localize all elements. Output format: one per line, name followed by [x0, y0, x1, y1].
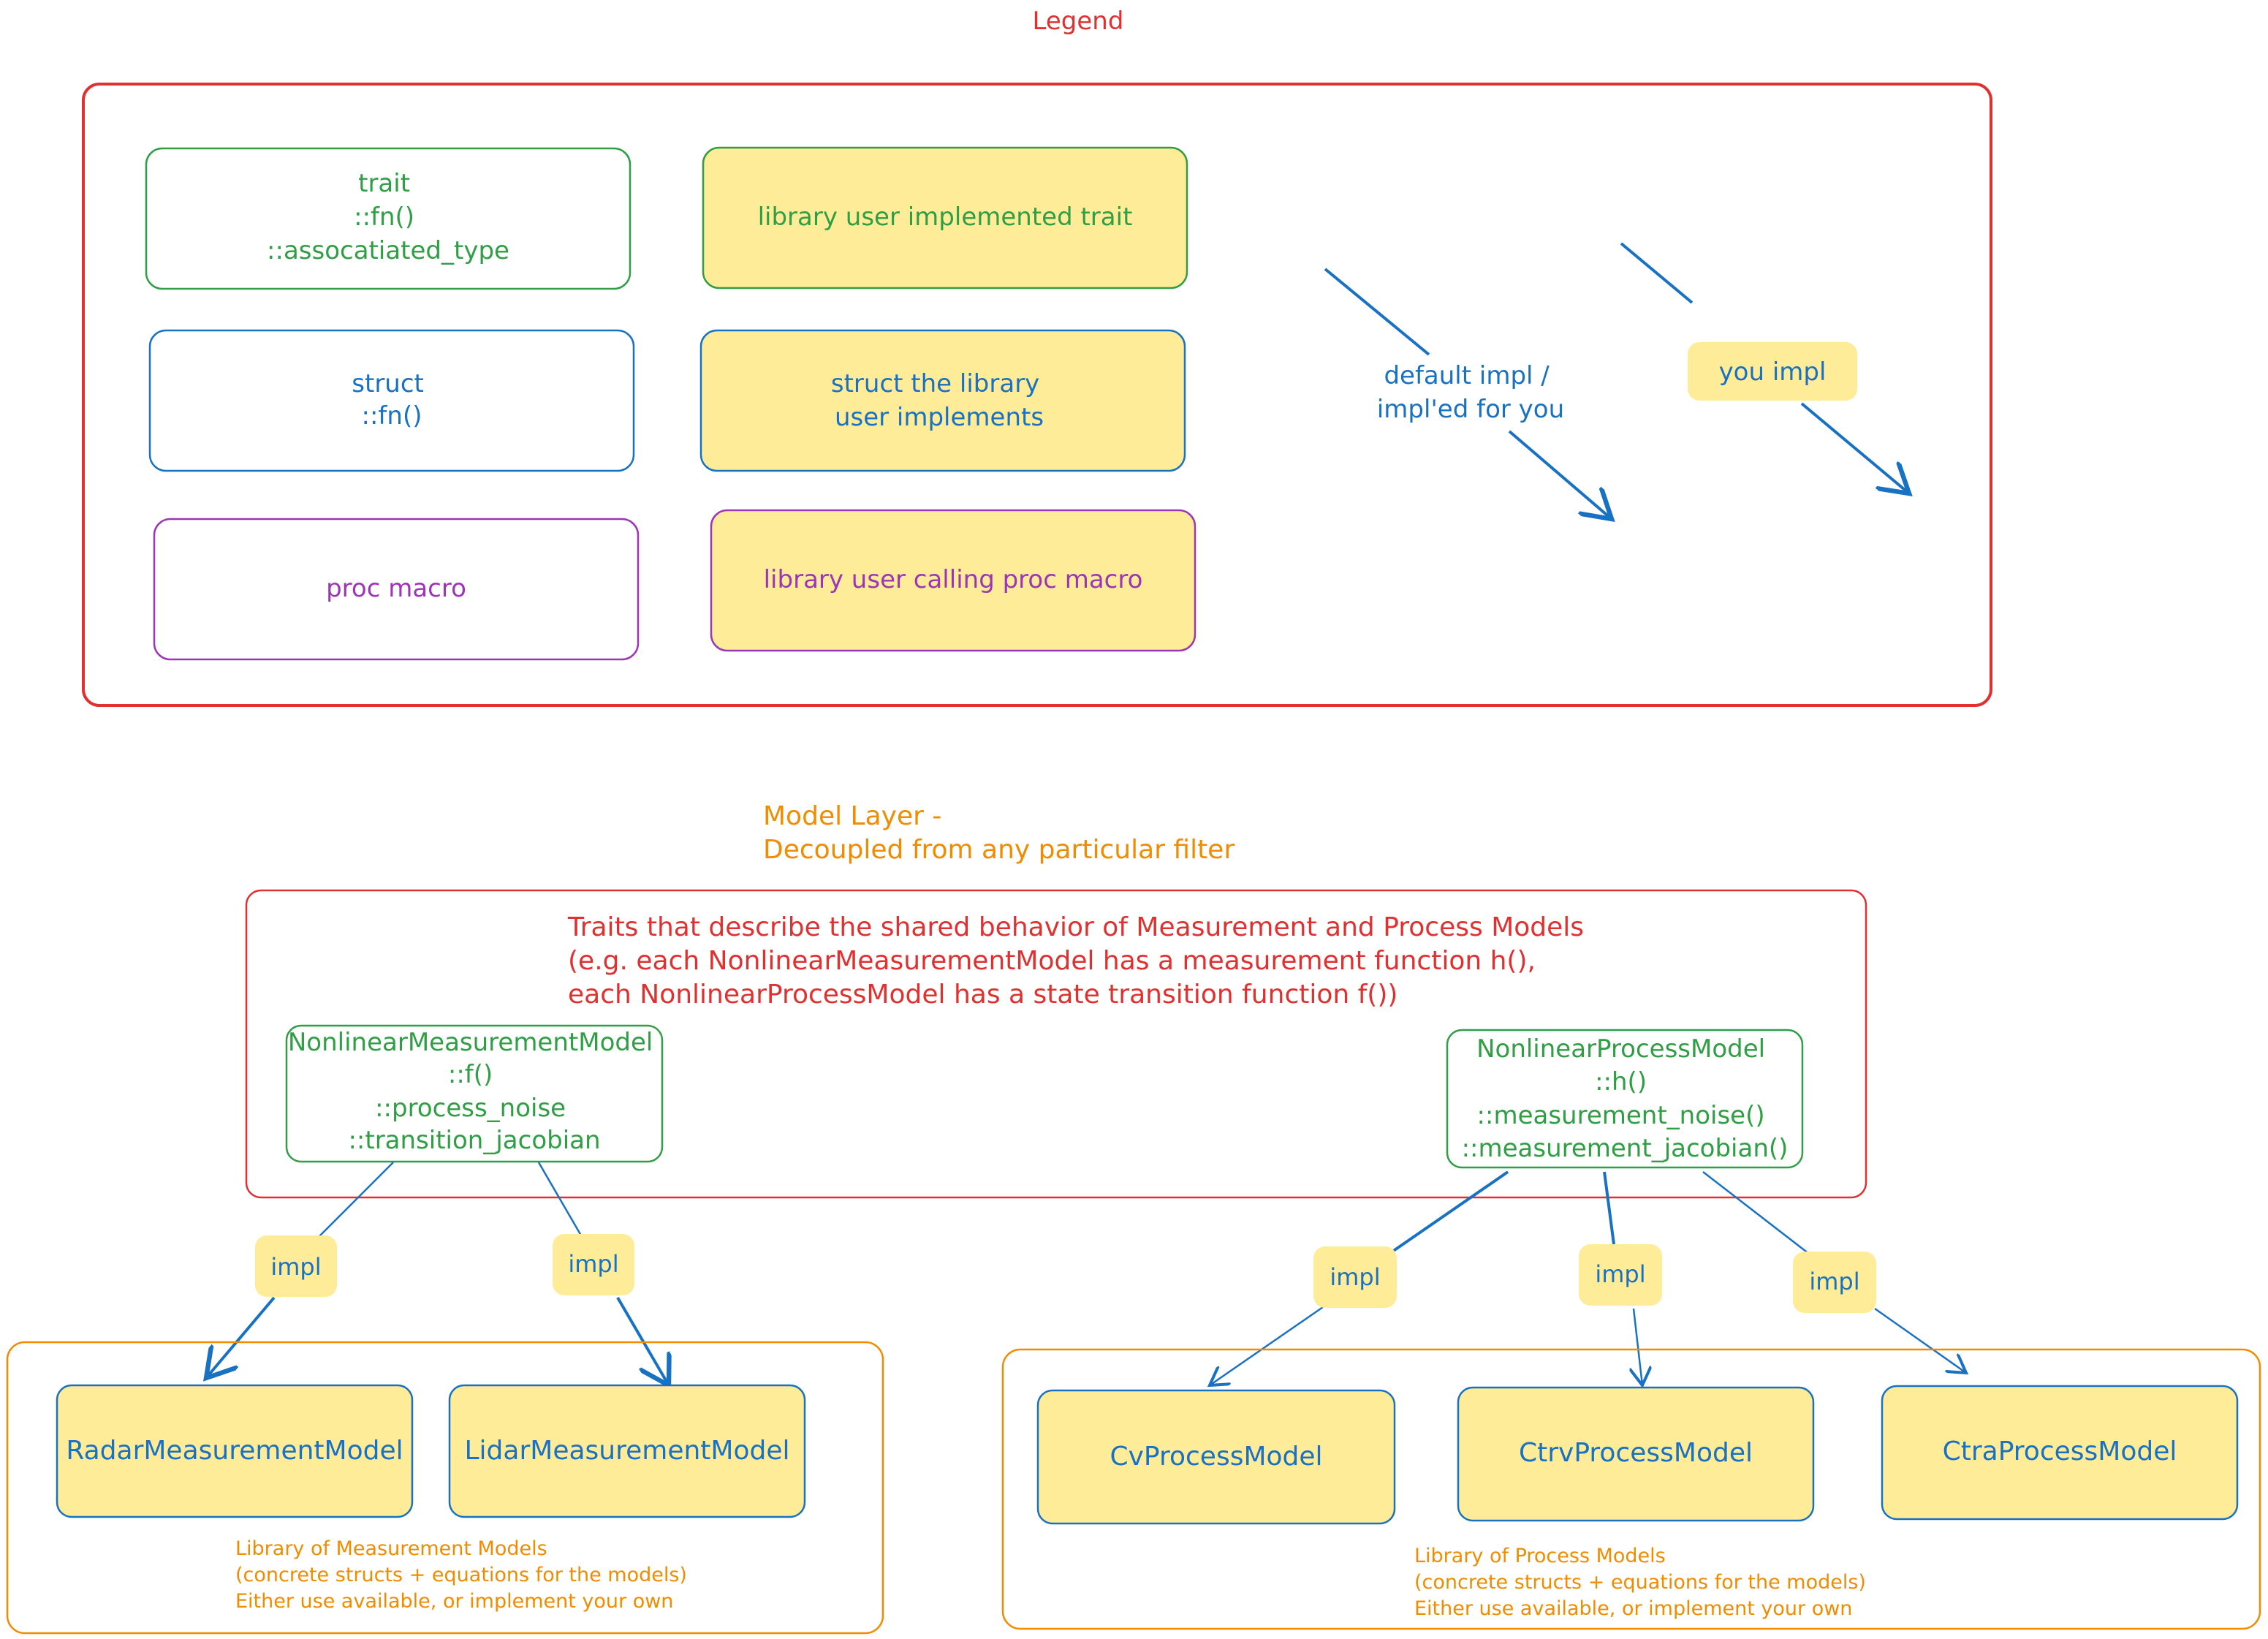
legend-title: Legend: [1033, 7, 1124, 36]
legend-struct-line: ::fn(): [362, 401, 422, 431]
radar-measurement-model-label: RadarMeasurementModel: [66, 1436, 403, 1466]
impl-label: impl: [270, 1253, 321, 1281]
traits-description-line: Traits that describe the shared behavior…: [567, 912, 1584, 942]
measurement-trait-line: ::transition_jacobian: [348, 1126, 600, 1155]
legend-trait-line: ::assocatiated_type: [267, 236, 509, 265]
legend-user-struct-line: struct the library: [831, 369, 1039, 398]
process-trait-line: ::measurement_noise(): [1477, 1101, 1765, 1130]
legend-struct-box: struct ::fn(): [148, 329, 635, 472]
legend-frame: [82, 83, 1992, 707]
legend-user-struct-line: user implements: [835, 403, 1044, 432]
legend-user-struct-box: struct the library user implements: [699, 329, 1186, 472]
legend-trait-box: trait ::fn() ::assocatiated_type: [145, 147, 632, 290]
measurement-library-line: Either use available, or implement your …: [235, 1590, 673, 1613]
legend-default-impl-line: impl'ed for you: [1377, 395, 1564, 424]
process-trait-line: ::measurement_jacobian(): [1462, 1134, 1789, 1163]
model-layer-title-line: Decoupled from any particular filter: [763, 835, 1234, 865]
model-layer-title-line: Model Layer -: [763, 801, 941, 831]
legend-trait-line: trait: [358, 169, 410, 198]
measurement-trait-box: NonlinearMeasurementModel ::f() ::proces…: [285, 1024, 664, 1163]
ctra-process-model-label: CtraProcessModel: [1943, 1437, 2177, 1466]
impl-arrow-ctrv: impl: [1579, 1171, 1662, 1385]
impl-label: impl: [568, 1250, 618, 1278]
process-library-line: Either use available, or implement your …: [1414, 1597, 1852, 1620]
measurement-library-line: Library of Measurement Models: [235, 1537, 547, 1560]
legend-user-proc-macro-box: library user calling proc macro: [710, 509, 1196, 652]
impl-label: impl: [1595, 1260, 1645, 1288]
traits-description-line: (e.g. each NonlinearMeasurementModel has…: [568, 946, 1536, 976]
legend-proc-macro-label: proc macro: [326, 574, 466, 603]
legend-trait-line: ::fn(): [354, 202, 414, 232]
ctrv-process-model-box: CtrvProcessModel: [1457, 1386, 1815, 1522]
process-trait-box: NonlinearProcessModel ::h() ::measuremen…: [1446, 1029, 1804, 1169]
legend-default-impl-arrow: default impl / impl'ed for you: [1324, 268, 1612, 519]
legend-struct-line: struct: [352, 369, 424, 398]
traits-frame: [245, 889, 1867, 1199]
ctra-process-model-box: CtraProcessModel: [1881, 1385, 2239, 1521]
svg-text:Model Layer - Decoupled fr: Model Layer - Decoupled from any particu…: [763, 801, 1234, 865]
legend-you-impl-arrow: you impl: [1620, 242, 1909, 493]
svg-text:NonlinearMeasurementModel: NonlinearMeasurementModel ::f() ::proces…: [288, 1028, 661, 1155]
svg-text:default impl / impl'ed f: default impl / impl'ed for you: [1377, 361, 1564, 424]
impl-arrow-ctra: impl: [1702, 1171, 1966, 1373]
svg-text:trait ::fn() ::ass: trait ::fn() ::assocatiated_type: [267, 169, 509, 265]
legend-you-impl-label: you impl: [1719, 357, 1827, 387]
measurement-trait-line: NonlinearMeasurementModel: [288, 1028, 653, 1057]
process-library-line: (concrete structs + equations for the mo…: [1414, 1571, 1866, 1594]
measurement-library-line: (concrete structs + equations for the mo…: [235, 1564, 687, 1586]
measurement-library-frame: [6, 1341, 884, 1635]
legend-proc-macro-box: proc macro: [153, 518, 640, 661]
svg-text:struct ::fn(): struct ::fn(): [352, 369, 431, 431]
measurement-trait-line: ::process_noise: [375, 1094, 566, 1123]
legend-default-impl-line: default impl /: [1384, 361, 1550, 390]
cv-process-model-label: CvProcessModel: [1110, 1442, 1322, 1472]
process-library-frame: [1001, 1348, 2261, 1630]
process-library-line: Library of Process Models: [1414, 1545, 1666, 1567]
impl-arrow-radar: impl: [206, 1162, 394, 1378]
impl-label: impl: [1809, 1268, 1859, 1295]
legend-user-trait-label: library user implemented trait: [758, 202, 1133, 232]
measurement-trait-line: ::f(): [448, 1060, 493, 1089]
lidar-measurement-model-label: LidarMeasurementModel: [464, 1436, 789, 1466]
ctrv-process-model-label: CtrvProcessModel: [1519, 1438, 1753, 1468]
process-trait-line: ::h(): [1595, 1067, 1647, 1097]
traits-description-line: each NonlinearProcessModel has a state t…: [568, 980, 1397, 1010]
impl-arrow-lidar: impl: [537, 1162, 669, 1385]
process-trait-line: NonlinearProcessModel: [1476, 1034, 1765, 1064]
legend-user-trait-box: library user implemented trait: [702, 146, 1188, 289]
svg-text:Library of Measurement Models: Library of Measurement Models (concrete …: [235, 1537, 694, 1613]
impl-arrow-cv: impl: [1210, 1170, 1509, 1385]
radar-measurement-model-box: RadarMeasurementModel: [56, 1384, 414, 1518]
svg-text:Traits that describe the share: Traits that describe the shared behavior…: [567, 912, 1593, 1010]
svg-text:NonlinearProcessModel ::: NonlinearProcessModel ::h() ::measuremen…: [1462, 1034, 1789, 1163]
impl-label: impl: [1330, 1263, 1380, 1291]
svg-text:struct the library user: struct the library user implements: [831, 369, 1047, 432]
lidar-measurement-model-box: LidarMeasurementModel: [448, 1384, 806, 1518]
legend-user-proc-macro-label: library user calling proc macro: [764, 565, 1143, 594]
svg-text:Library of Process Models: Library of Process Models (concrete stru…: [1414, 1545, 1873, 1620]
cv-process-model-box: CvProcessModel: [1036, 1389, 1396, 1525]
